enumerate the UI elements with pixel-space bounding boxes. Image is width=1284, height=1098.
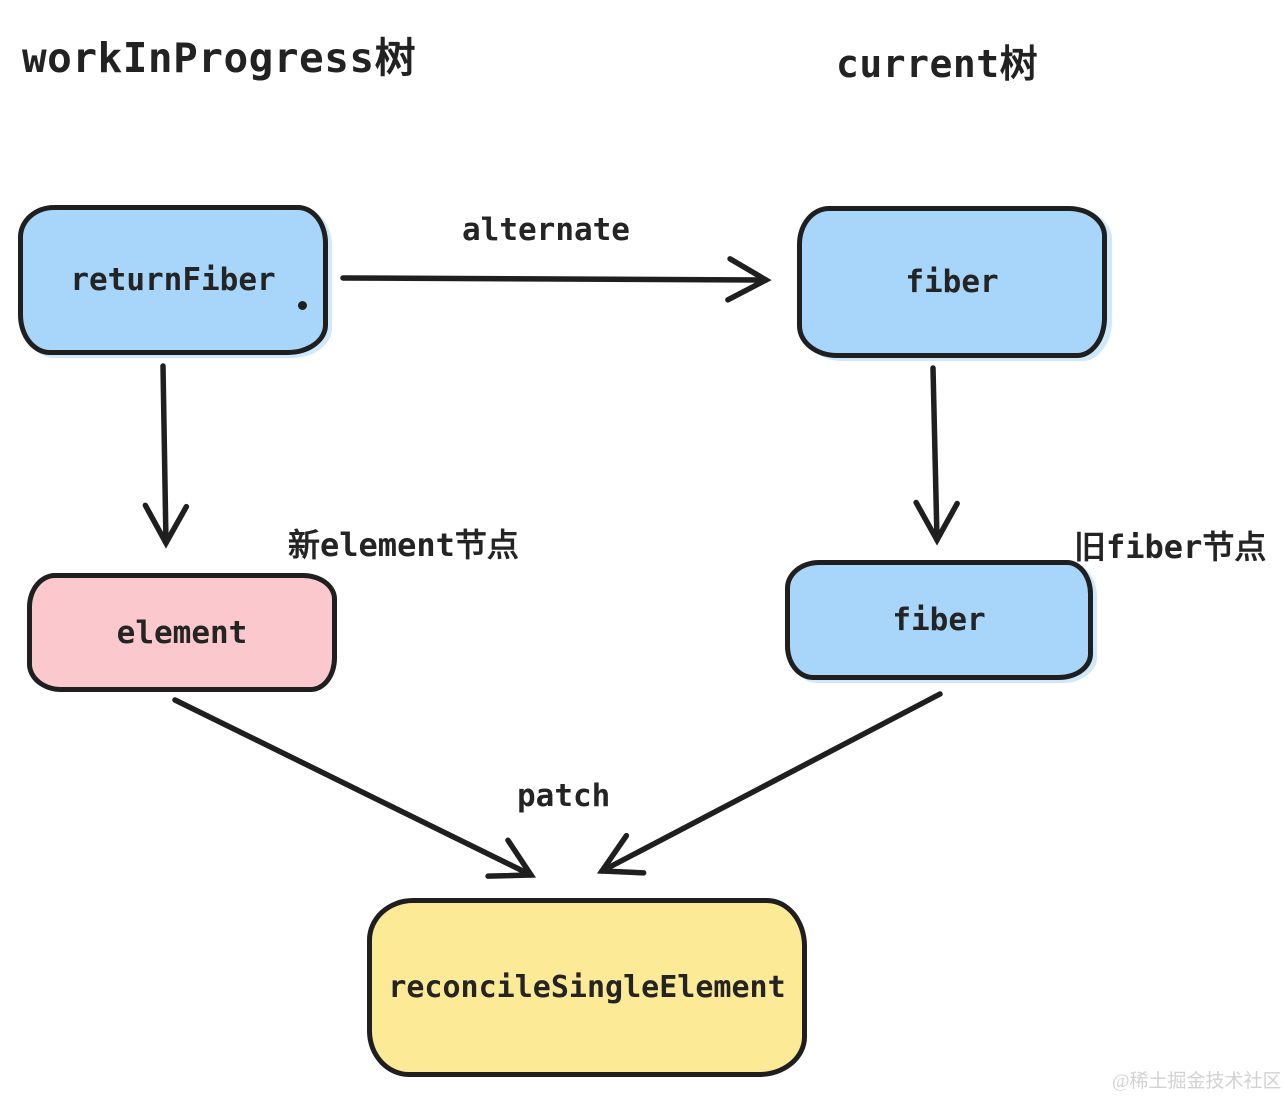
alternate-edge-label: alternate bbox=[462, 212, 630, 248]
current-tree-title: current树 bbox=[836, 42, 1039, 86]
element-node: element bbox=[27, 573, 337, 692]
watermark: @稀土掘金技术社区 bbox=[1112, 1071, 1282, 1092]
old-fiber-annotation: 旧fiber节点 bbox=[1074, 528, 1267, 566]
cursor-dot bbox=[298, 301, 307, 310]
patch-edge-label: patch bbox=[517, 778, 611, 814]
alternate-arrow bbox=[340, 256, 772, 303]
returnfiber-to-element-arrow bbox=[142, 363, 190, 549]
element-to-reconcile-arrow bbox=[172, 697, 537, 879]
return-fiber-label: returnFiber bbox=[70, 262, 276, 298]
reconcile-label: reconcileSingleElement bbox=[388, 970, 786, 1005]
fiber-current-node: fiber bbox=[797, 206, 1107, 358]
return-fiber-node: returnFiber bbox=[18, 205, 328, 355]
fiber-old-label: fiber bbox=[892, 602, 986, 638]
workinprogress-tree-title: workInProgress树 bbox=[22, 34, 417, 82]
element-label: element bbox=[116, 614, 248, 651]
oldfiber-to-reconcile-arrow bbox=[596, 691, 943, 876]
fiber-old-node: fiber bbox=[785, 560, 1093, 680]
new-element-annotation: 新element节点 bbox=[288, 526, 519, 564]
reconcile-single-element-node: reconcileSingleElement bbox=[367, 898, 807, 1077]
fiber-current-label: fiber bbox=[905, 264, 999, 300]
fiber-to-oldfiber-arrow bbox=[913, 365, 960, 546]
